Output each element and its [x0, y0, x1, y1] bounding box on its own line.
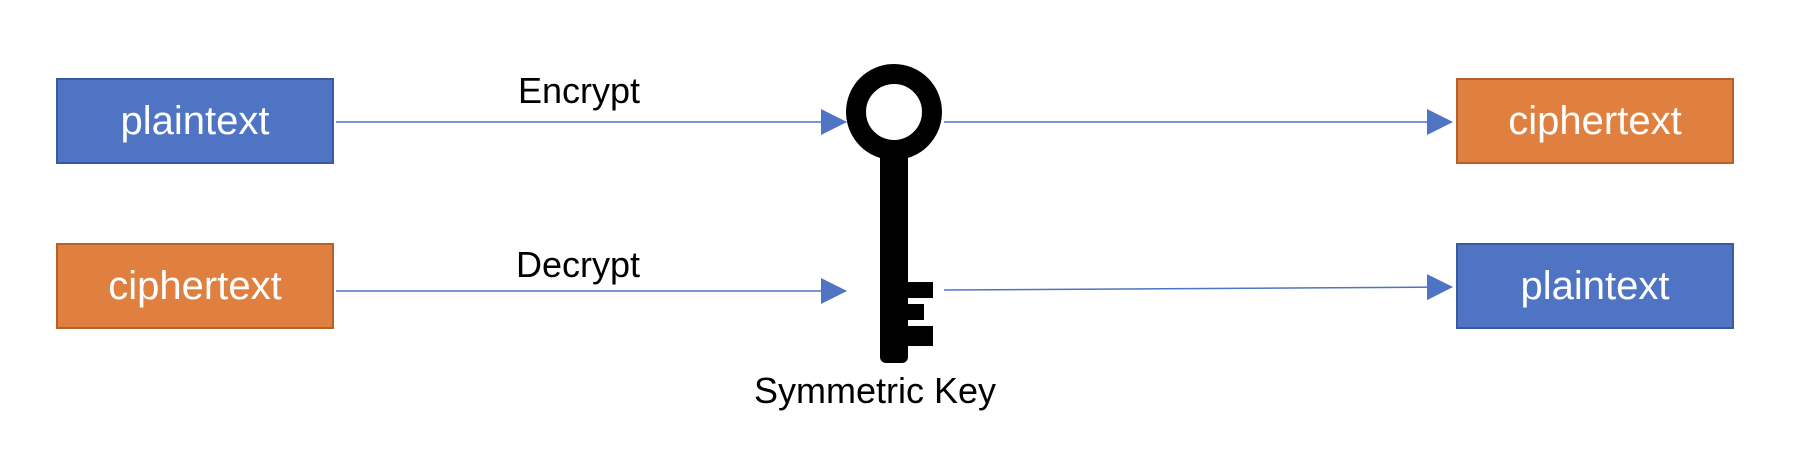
decrypt-output-box: plaintext: [1456, 243, 1734, 329]
decrypt-label: Decrypt: [516, 244, 641, 285]
decrypt-arrow-out: [943, 274, 1453, 301]
encrypt-input-box: plaintext: [56, 78, 334, 164]
encrypt-input-label: plaintext: [120, 98, 270, 143]
decrypt-input-label: ciphertext: [108, 263, 282, 308]
key-icon: [846, 64, 942, 363]
key-label: Symmetric Key: [754, 370, 997, 411]
decrypt-output-label: plaintext: [1520, 263, 1670, 308]
decrypt-input-box: ciphertext: [56, 243, 334, 329]
encrypt-output-box: ciphertext: [1456, 78, 1734, 164]
encrypt-label: Encrypt: [518, 70, 641, 111]
encrypt-output-label: ciphertext: [1508, 98, 1682, 143]
